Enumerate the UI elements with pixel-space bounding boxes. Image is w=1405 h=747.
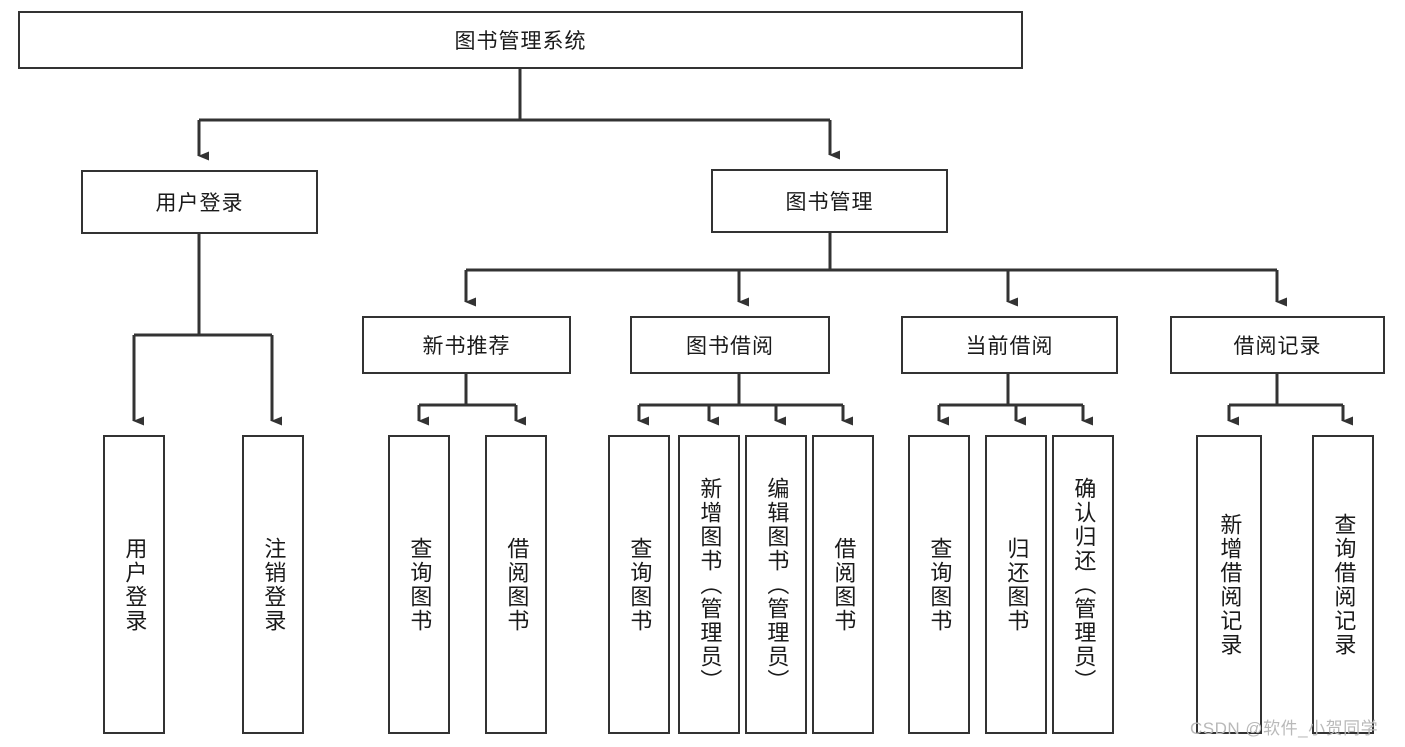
node-leaf-user-logout[interactable]: 注销登录 [242, 435, 304, 734]
node-leaf-query-book-rec[interactable]: 查询图书 [388, 435, 450, 734]
node-leaf-user-login-label: 用户登录 [122, 536, 148, 633]
node-leaf-borrow-book[interactable]: 借阅图书 [812, 435, 874, 734]
node-leaf-query-book-current[interactable]: 查询图书 [908, 435, 970, 734]
node-leaf-user-logout-label: 注销登录 [261, 536, 287, 633]
node-leaf-add-book-label: 新增图书（管理员） [697, 476, 723, 693]
node-book-manage[interactable]: 图书管理 [711, 169, 948, 233]
node-root-label: 图书管理系统 [454, 30, 587, 53]
node-leaf-add-borrow-record[interactable]: 新增借阅记录 [1196, 435, 1262, 734]
node-leaf-borrow-book-label: 借阅图书 [831, 536, 857, 633]
node-leaf-query-book-current-label: 查询图书 [927, 536, 953, 633]
node-leaf-return-book[interactable]: 归还图书 [985, 435, 1047, 734]
node-leaf-confirm-return-label: 确认归还（管理员） [1071, 476, 1097, 693]
node-leaf-query-book-rec-label: 查询图书 [407, 536, 433, 633]
node-leaf-query-borrow-record[interactable]: 查询借阅记录 [1312, 435, 1374, 734]
node-leaf-add-borrow-record-label: 新增借阅记录 [1217, 512, 1243, 657]
node-borrow-record-label: 借阅记录 [1233, 335, 1322, 358]
node-leaf-borrow-book-rec-label: 借阅图书 [504, 536, 530, 633]
node-leaf-user-login[interactable]: 用户登录 [103, 435, 165, 734]
node-book-manage-label: 图书管理 [785, 191, 874, 214]
node-book-borrow-label: 图书借阅 [686, 335, 774, 358]
node-leaf-query-book-borrow-label: 查询图书 [627, 536, 653, 633]
node-current-borrow[interactable]: 当前借阅 [901, 316, 1118, 374]
node-leaf-add-book[interactable]: 新增图书（管理员） [678, 435, 740, 734]
node-leaf-edit-book-label: 编辑图书（管理员） [764, 476, 790, 693]
node-new-book-recommend-label: 新书推荐 [422, 335, 511, 358]
node-new-book-recommend[interactable]: 新书推荐 [362, 316, 571, 374]
node-leaf-confirm-return[interactable]: 确认归还（管理员） [1052, 435, 1114, 734]
node-leaf-query-book-borrow[interactable]: 查询图书 [608, 435, 670, 734]
node-root[interactable]: 图书管理系统 [18, 11, 1023, 69]
node-user-login-label: 用户登录 [155, 192, 244, 215]
node-leaf-return-book-label: 归还图书 [1004, 536, 1030, 633]
node-borrow-record[interactable]: 借阅记录 [1170, 316, 1385, 374]
node-book-borrow[interactable]: 图书借阅 [630, 316, 830, 374]
node-leaf-query-borrow-record-label: 查询借阅记录 [1331, 512, 1357, 657]
node-user-login[interactable]: 用户登录 [81, 170, 318, 234]
node-leaf-borrow-book-rec[interactable]: 借阅图书 [485, 435, 547, 734]
csdn-watermark: CSDN @软件_小贺同学 [1190, 719, 1379, 738]
node-leaf-edit-book[interactable]: 编辑图书（管理员） [745, 435, 807, 734]
node-current-borrow-label: 当前借阅 [965, 335, 1054, 358]
